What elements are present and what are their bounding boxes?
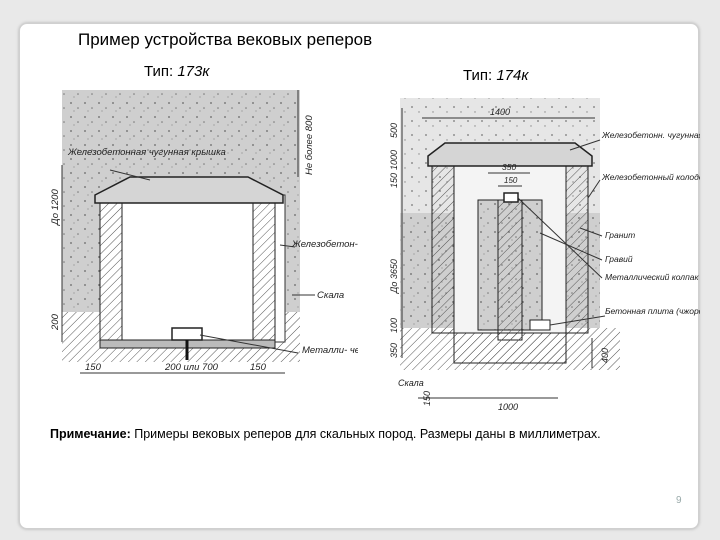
- type-174-prefix: Тип:: [463, 67, 497, 84]
- type-173-value: 173к: [177, 63, 210, 80]
- pillar-174: [497, 199, 523, 341]
- label-173-cap: Металли- ческий колпак: [302, 345, 358, 356]
- label-174-h350: 350: [389, 343, 399, 358]
- note-label: Примечание:: [50, 427, 131, 441]
- page-title: Пример устройства вековых реперов: [78, 30, 373, 49]
- label-174-d1400: 1400: [490, 107, 510, 117]
- label-173-dim-left: 150: [85, 362, 102, 373]
- label-174-h100: 100: [389, 318, 399, 333]
- label-173-depth: Не более 800: [304, 115, 315, 175]
- type-174-value: 174к: [496, 67, 529, 84]
- label-174-h150: 150: [389, 173, 399, 188]
- label-174-lid: Железобетонн. чугунная крышка: [601, 130, 700, 140]
- cap-173: [171, 327, 203, 341]
- well-wall-left-174: [431, 162, 455, 334]
- well-wall-right-173: [252, 199, 276, 341]
- plate-174: [529, 319, 551, 331]
- label-174-gravel: Гравий: [605, 254, 633, 264]
- base-plate-174: [453, 332, 567, 364]
- label-174-h3650: До 3650: [389, 259, 399, 294]
- label-174-plate: Бетонная плита (чжоро): [605, 306, 700, 316]
- note: Примечание: Примеры вековых реперов для …: [50, 426, 656, 442]
- label-174-granite: Гранит: [605, 230, 635, 240]
- well-wall-left-173: [99, 199, 123, 341]
- label-174-d1000: 1000: [498, 402, 518, 412]
- cap-174: [503, 192, 519, 203]
- label-174-d350: 350: [502, 162, 516, 172]
- lid-173: [94, 176, 284, 204]
- page-number: 9: [676, 495, 682, 506]
- label-173-base: 200: [50, 313, 61, 331]
- label-173-height: До 1200: [50, 189, 61, 226]
- well-interior-173: [121, 199, 254, 341]
- label-173-lid: Железобетонная чугунная крышка: [67, 147, 226, 158]
- label-174-well: Железобетонный колодец: [601, 172, 700, 182]
- label-174-h400: 400: [600, 348, 610, 363]
- label-174-h500: 500: [389, 123, 399, 138]
- type-173-label: Тип: 173к: [144, 63, 209, 80]
- drawing-174k: 1400 350 150 1000 150 500 1000 150 До 36…: [389, 98, 700, 412]
- lid-174: [427, 142, 593, 167]
- label-174-cap: Металлический колпак: [605, 272, 700, 282]
- type-173-prefix: Тип:: [144, 63, 178, 80]
- drawing-173k: Железобетонная чугунная крышка Железобет…: [50, 90, 358, 374]
- label-174-rock: Скала: [398, 378, 424, 388]
- label-173-dim-right: 150: [250, 362, 267, 373]
- well-wall-right-174: [565, 162, 589, 334]
- label-174-h1000: 1000: [389, 150, 399, 170]
- label-173-rock: Скала: [317, 290, 344, 301]
- label-173-well: Железобетон- ный колодец: [291, 239, 358, 250]
- label-173-dim-mid: 200 или 700: [164, 362, 219, 373]
- label-174-d150b: 150: [422, 391, 432, 406]
- label-174-d150: 150: [504, 176, 518, 185]
- type-174-label: Тип: 174к: [463, 67, 528, 84]
- note-text: Примеры вековых реперов для скальных пор…: [130, 427, 601, 441]
